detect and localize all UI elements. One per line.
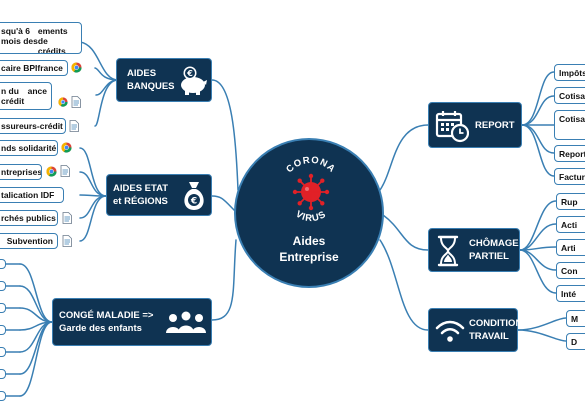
leaf-fonds-solidarite[interactable]: nds solidarité [0,140,58,156]
wifi-icon [435,320,465,342]
document-icon [60,165,70,177]
chrome-icon [71,62,82,73]
leaf-conditions-m[interactable]: M [566,310,585,327]
central-node[interactable]: CORONA VIRUS Aides Entreprise [234,138,384,288]
leaf-entreprises[interactable]: ntreprises [0,164,42,180]
svg-text:€: € [186,69,193,78]
piggy-bank-icon: € [181,66,207,95]
svg-text:€: € [190,197,197,207]
hourglass-icon [437,235,459,267]
leaf-factures[interactable]: Factur [554,168,585,185]
leaf-cotisations[interactable]: Cotisat [554,87,585,104]
coronavirus-logo: CORONA VIRUS [284,155,338,224]
leaf-credit-france[interactable]: n du crédit ance [0,82,52,110]
leaf-assureurs-credit[interactable]: ssureurs-crédit [0,118,66,134]
chrome-icon [58,97,68,107]
branch-conditions-travail[interactable]: CONDITIONS TRAVAIL [428,308,529,352]
leaf-conge-6[interactable] [0,369,6,379]
chrome-icon [46,166,57,177]
document-icon [69,120,79,132]
document-icon [62,235,72,247]
leaf-conditions[interactable]: Con [556,262,585,279]
leaf-subvention[interactable]: Subvention [0,233,58,249]
leaf-conge-7[interactable] [0,391,6,401]
branch-chomage-partiel[interactable]: CHÔMAGE PARTIEL [428,228,520,272]
branch-aides-etat[interactable]: AIDES ETAT et RÉGIONS € [106,174,212,216]
leaf-rupture[interactable]: Rup [556,193,585,210]
leaf-conge-5[interactable] [0,347,6,357]
document-icon [62,212,72,224]
calendar-clock-icon [435,111,469,143]
group-people-icon [166,311,206,333]
leaf-conge-1[interactable] [0,259,6,269]
leaf-artisans[interactable]: Arti [556,239,585,256]
leaf-interim[interactable]: Inté [556,285,585,302]
leaf-conditions-d[interactable]: D [566,333,585,350]
document-icon [71,96,81,108]
leaf-activite[interactable]: Acti [556,216,585,233]
leaf-impots[interactable]: Impôts [554,64,585,81]
leaf-report[interactable]: Report [554,145,585,162]
central-title: Aides Entreprise [279,234,339,264]
branch-aides-banques[interactable]: AIDES BANQUES € [116,58,212,102]
leaf-capitalisation-idf[interactable]: talication IDF [0,187,64,203]
svg-text:CORONA: CORONA [284,155,338,175]
branch-conge-maladie[interactable]: CONGÉ MALADIE => Garde des enfants [52,298,212,346]
money-bag-icon: € [184,182,204,210]
leaf-conge-2[interactable] [0,281,6,291]
leaf-conge-4[interactable] [0,325,6,335]
leaf-marches-publics[interactable]: rchés publics [0,210,58,226]
leaf-bpifrance[interactable]: caire BPIfrance [0,60,68,76]
chrome-icon [61,142,72,153]
svg-text:VIRUS: VIRUS [294,209,329,224]
branch-report[interactable]: REPORT [428,102,522,148]
leaf-delai-credits[interactable]: squ'à 6 mois des ements de crédits [0,22,82,54]
leaf-cotisations-complementaires[interactable]: Cotisa compl [554,110,585,140]
leaf-conge-3[interactable] [0,303,6,313]
